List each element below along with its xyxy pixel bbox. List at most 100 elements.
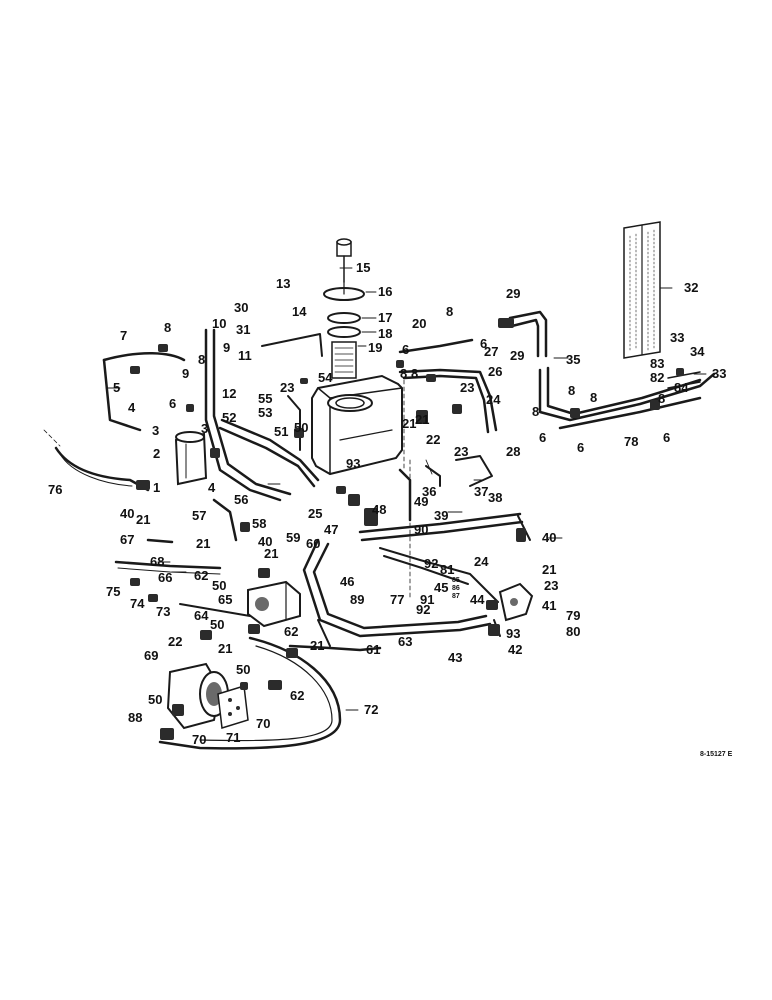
callout-20: 20 <box>412 316 426 331</box>
callout-24: 24 <box>474 554 489 569</box>
callout-23: 23 <box>454 444 468 459</box>
callout-8: 8 <box>198 352 205 367</box>
callout-74: 74 <box>130 596 145 611</box>
callout-65: 65 <box>218 592 232 607</box>
callout-58: 58 <box>252 516 266 531</box>
callout-67: 67 <box>120 532 134 547</box>
callout-75: 75 <box>106 584 120 599</box>
callout-8: 8 <box>568 383 575 398</box>
callout-33: 33 <box>670 330 684 345</box>
callout-21: 21 <box>542 562 556 577</box>
callout-70: 70 <box>256 716 270 731</box>
callout-21: 21 <box>218 641 232 656</box>
filler-cap-stack <box>323 238 365 379</box>
callout-8: 8 <box>411 366 418 381</box>
callout-44: 44 <box>470 592 485 607</box>
callout-21: 21 <box>402 416 416 431</box>
callout-36: 36 <box>422 484 436 499</box>
callout-9: 9 <box>182 366 189 381</box>
callout-8: 8 <box>446 304 453 319</box>
callout-labels: 1 2 3 3 4 4 5 6 6 6 6 6 6 7 8 8 8 8 8 8 … <box>48 260 726 747</box>
callout-50: 50 <box>210 617 224 632</box>
callout-59: 59 <box>286 530 300 545</box>
callout-66: 66 <box>158 570 172 585</box>
callout-21: 21 <box>196 536 210 551</box>
fittings <box>130 318 684 740</box>
callout-5: 5 <box>113 380 120 395</box>
callout-91: 91 <box>420 592 434 607</box>
callout-69: 69 <box>144 648 158 663</box>
callout-50: 50 <box>236 662 250 677</box>
callout-92: 92 <box>416 602 430 617</box>
callout-25: 25 <box>308 506 322 521</box>
callout-9: 9 <box>223 340 230 355</box>
callout-1: 1 <box>153 480 160 495</box>
callout-62: 62 <box>284 624 298 639</box>
callout-43: 43 <box>448 650 462 665</box>
callout-46: 46 <box>340 574 354 589</box>
callout-51: 51 <box>274 424 288 439</box>
callout-8: 8 <box>400 366 407 381</box>
callout-7: 7 <box>120 328 127 343</box>
callout-27: 27 <box>484 344 498 359</box>
callout-40: 40 <box>120 506 134 521</box>
callout-6: 6 <box>663 430 670 445</box>
callout-38: 38 <box>488 490 502 505</box>
callout-90: 90 <box>414 522 428 537</box>
callout-18: 18 <box>378 326 392 341</box>
callout-50: 50 <box>148 692 162 707</box>
callout-22: 22 <box>426 432 440 447</box>
callout-87: 87 <box>452 593 460 600</box>
drawing-code: 8-15127 E <box>700 751 733 758</box>
callout-76: 76 <box>48 482 62 497</box>
callout-84: 84 <box>674 380 689 395</box>
callout-86: 86 <box>452 585 460 592</box>
callout-56: 56 <box>234 492 248 507</box>
callout-32: 32 <box>684 280 698 295</box>
callout-11: 11 <box>238 348 252 363</box>
callout-37: 37 <box>474 484 488 499</box>
leader-lines <box>105 267 707 711</box>
callout-21: 21 <box>415 412 429 427</box>
callout-8: 8 <box>532 404 539 419</box>
hydraulic-lines <box>43 310 716 750</box>
callout-80: 80 <box>566 624 580 639</box>
callout-21: 21 <box>310 638 324 653</box>
callout-30: 30 <box>234 300 248 315</box>
callout-48: 48 <box>372 502 386 517</box>
callout-31: 31 <box>236 322 250 337</box>
filter-element-32 <box>623 221 661 359</box>
callout-6: 6 <box>539 430 546 445</box>
callout-50: 50 <box>294 420 308 435</box>
callout-81: 81 <box>440 562 454 577</box>
callout-93: 93 <box>346 456 360 471</box>
callout-57: 57 <box>192 508 206 523</box>
callout-61: 61 <box>366 642 380 657</box>
callout-23: 23 <box>460 380 474 395</box>
callout-72: 72 <box>364 702 378 717</box>
callout-6: 6 <box>577 440 584 455</box>
callout-10: 10 <box>212 316 226 331</box>
callout-68: 68 <box>150 554 164 569</box>
control-valve-65 <box>247 580 301 628</box>
callout-8: 8 <box>658 391 665 406</box>
callout-55: 55 <box>258 391 272 406</box>
callout-63: 63 <box>398 634 412 649</box>
callout-54: 54 <box>318 370 333 385</box>
callout-8: 8 <box>164 320 171 335</box>
callout-88: 88 <box>128 710 142 725</box>
callout-16: 16 <box>378 284 392 299</box>
callout-64: 64 <box>194 608 209 623</box>
callout-53: 53 <box>258 405 272 420</box>
callout-8: 8 <box>590 390 597 405</box>
callout-71: 71 <box>226 730 240 745</box>
callout-82: 82 <box>650 370 664 385</box>
callout-29: 29 <box>510 348 524 363</box>
callout-83: 83 <box>650 356 664 371</box>
callout-34: 34 <box>690 344 705 359</box>
callout-70: 70 <box>192 732 206 747</box>
callout-13: 13 <box>276 276 290 291</box>
callout-92: 92 <box>424 556 438 571</box>
callout-3: 3 <box>201 421 208 436</box>
callout-89: 89 <box>350 592 364 607</box>
